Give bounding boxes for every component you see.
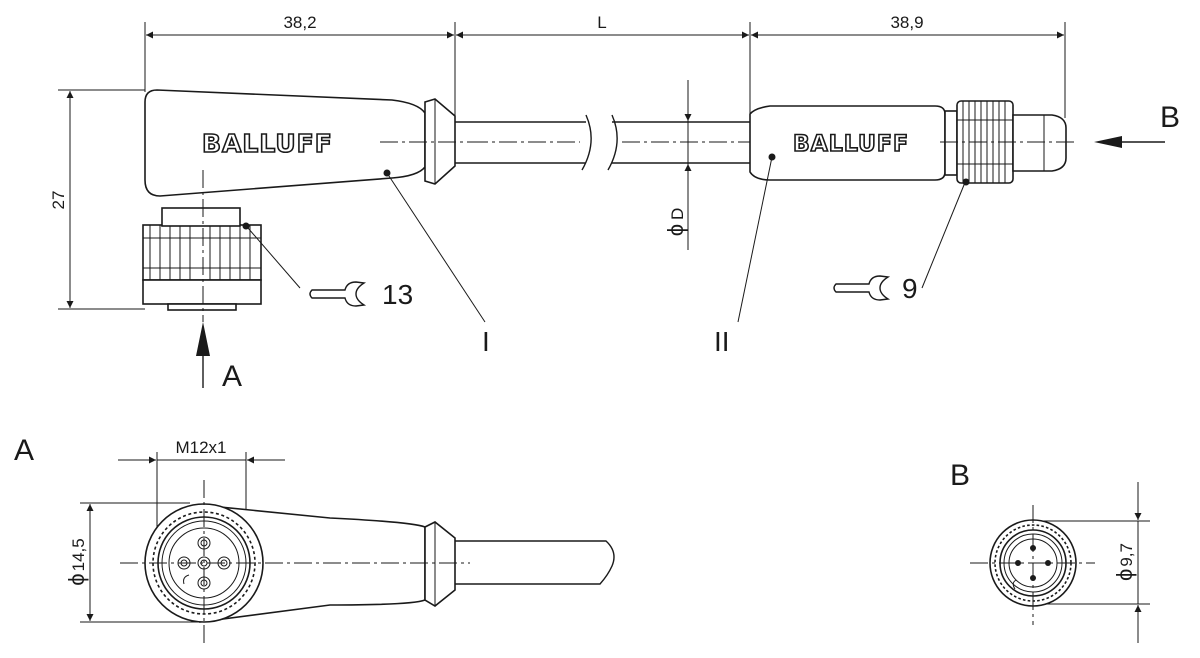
- view-arrow-a: A: [196, 322, 242, 393]
- dim-right-length: 38,9: [890, 13, 923, 32]
- left-housing: [144, 89, 426, 197]
- dim-diameter-b: ϕ9,7: [1112, 543, 1137, 581]
- view-a-title: A: [14, 434, 34, 467]
- height-dimension: 27: [49, 89, 145, 310]
- left-angled-connector: BALLUFF: [142, 89, 470, 322]
- cable-break-right: [607, 114, 618, 171]
- wrench-left: 13: [242, 222, 413, 310]
- right-collar: [944, 110, 958, 176]
- callout-part-i: I: [383, 169, 490, 357]
- dim-cable-diameter: ϕD: [663, 208, 688, 237]
- view-arrow-b-label: B: [1160, 101, 1180, 134]
- view-a: A M12x1 ϕ14,5: [14, 434, 615, 645]
- view-b-title: B: [950, 459, 970, 492]
- dim-thread: M12x1: [175, 438, 226, 457]
- left-nut-knurl: [143, 225, 261, 280]
- dim-middle-length: L: [597, 13, 606, 32]
- view-arrow-b: B: [1094, 101, 1180, 148]
- left-nut-face: [167, 303, 237, 311]
- view-b-contacts: [1012, 545, 1051, 590]
- view-b: B ϕ9,7: [950, 459, 1150, 643]
- left-collar: [161, 207, 241, 227]
- top-dimensions: 38,2 L 38,9: [144, 13, 1066, 118]
- dim-diameter-a: ϕ14,5: [64, 538, 89, 585]
- right-brand-logo: BALLUFF: [793, 132, 909, 157]
- right-pin-thread: [1012, 114, 1067, 172]
- callout-part-ii-label: II: [714, 326, 730, 357]
- left-nut-base: [142, 279, 262, 305]
- wrench-icon: [309, 281, 367, 307]
- cable-break-left: [581, 114, 592, 171]
- wrench-right-size: 9: [902, 273, 918, 304]
- cable: [455, 114, 760, 171]
- wrench-icon: [833, 275, 891, 301]
- dim-height: 27: [49, 191, 68, 210]
- cable-diameter-dimension: ϕD: [663, 80, 692, 250]
- view-a-strain-relief: [424, 521, 456, 607]
- callout-part-i-label: I: [482, 326, 490, 357]
- wrench-right: 9: [833, 178, 970, 304]
- left-coupling-nut: [142, 224, 262, 281]
- dim-left-length: 38,2: [283, 13, 316, 32]
- right-straight-connector: BALLUFF: [749, 100, 1075, 184]
- wrench-left-size: 13: [382, 279, 413, 310]
- view-a-cable: [455, 540, 615, 585]
- view-arrow-a-label: A: [222, 360, 242, 393]
- callout-part-ii: II: [714, 153, 776, 357]
- left-brand-logo: BALLUFF: [202, 129, 333, 158]
